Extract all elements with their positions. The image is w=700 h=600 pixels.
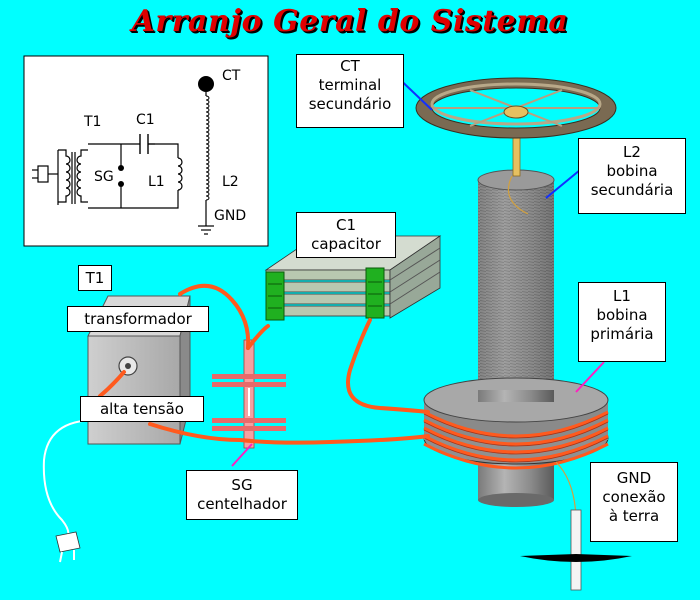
label-transformer: transformador [67, 306, 209, 332]
power-cord [42, 419, 97, 563]
schematic-transformer-symbol [58, 149, 88, 204]
top-terminal-toroid [415, 77, 617, 139]
label-l1-primary-coil: L1 bobina primária [578, 282, 666, 362]
diagram-title: Arranjo Geral do Sistema [131, 4, 569, 39]
schematic-secondary-coil-symbol [198, 76, 214, 235]
label-c1-capacitor: C1 capacitor [296, 212, 396, 258]
primary-coil-assembly [423, 377, 609, 470]
schematic-label-l1: L1 [148, 174, 165, 190]
schematic-plug-icon [32, 150, 59, 205]
label-sg-spark-gap: SG centelhador [186, 470, 298, 520]
schematic-spark-gap-symbol [118, 165, 124, 187]
label-gnd-ground: GND conexão à terra [590, 462, 678, 542]
label-l2-secondary-coil: L2 bobina secundária [578, 138, 686, 214]
label-high-voltage: alta tensão [80, 396, 204, 422]
schematic-label-c1: C1 [136, 112, 155, 128]
ground-rod [520, 461, 632, 591]
schematic-panel: T1 C1 SG L1 CT L2 GND [23, 55, 269, 247]
schematic-primary-wiring [88, 143, 179, 209]
schematic-primary-coil-symbol [177, 157, 183, 191]
schematic-label-t1: T1 [83, 114, 101, 130]
label-ct-terminal: CT terminal secundário [296, 54, 404, 128]
spark-gap [212, 339, 286, 449]
wiring [98, 283, 430, 445]
schematic-label-gnd: GND [214, 208, 246, 224]
schematic-label-sg: SG [94, 169, 114, 185]
schematic-label-ct: CT [222, 68, 241, 84]
label-t1: T1 [78, 265, 112, 291]
schematic-capacitor-symbol [139, 134, 155, 154]
schematic-label-l2: L2 [222, 174, 239, 190]
